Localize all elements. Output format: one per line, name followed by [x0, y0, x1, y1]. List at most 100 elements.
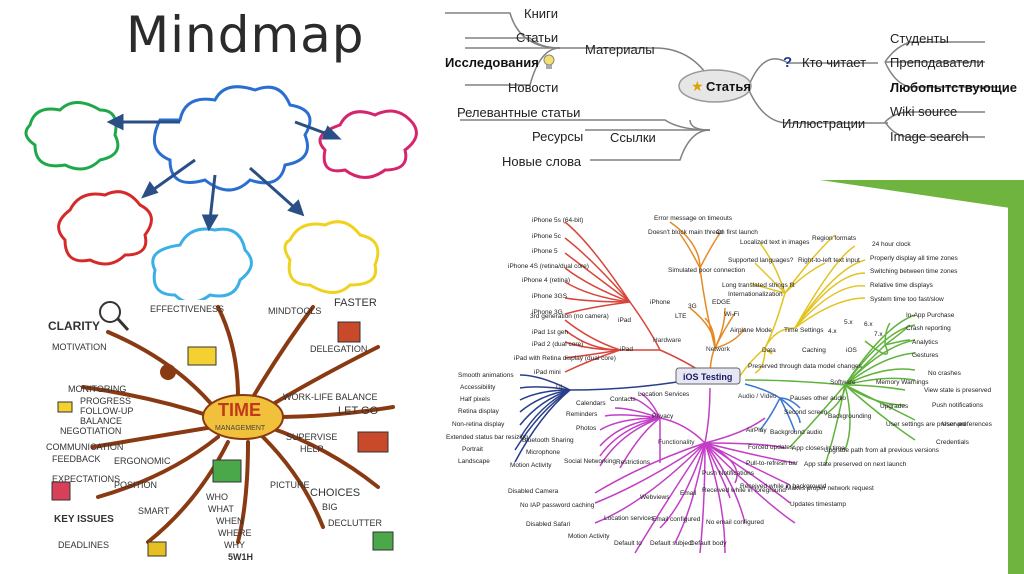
time-label-5w1h: 5W1H	[228, 552, 253, 562]
network-item-9: Airplane Mode	[730, 327, 772, 334]
time-label-deadlines: DEADLINES	[58, 540, 109, 550]
func-item-4: Calendars	[576, 400, 606, 407]
audio-item-2: Second screen	[784, 409, 828, 416]
time-label-worklife: WORK-LIFE BALANCE	[283, 392, 378, 402]
hardware-device-4: iPhone 4S (retina/dual core)	[508, 263, 589, 270]
ui-item-6: Extended status bar resizing	[446, 434, 528, 441]
network-label: Network	[706, 346, 731, 353]
readers-item-2: Преподаватели	[890, 55, 984, 70]
time-management-map: TIME MANAGEMENT CLARITY MOTIVATION MONIT…	[46, 297, 395, 562]
time-label-motivation: MOTIVATION	[52, 342, 107, 352]
ui-item-2: Accessibility	[460, 384, 496, 391]
func-item-11: Restrictions	[616, 459, 651, 466]
func-item-8: Microphone	[526, 449, 560, 456]
time-label-followup: FOLLOW-UP	[80, 406, 133, 416]
time-label-negotiation: NEGOTIATION	[60, 426, 121, 436]
software-version-2: 6.x	[864, 321, 873, 328]
software-item-2: Crash reporting	[906, 325, 951, 332]
audio-item-3: AirPlay	[746, 427, 767, 434]
hardware-label: Hardware	[653, 337, 682, 344]
hardware-device-11: iPad with Retina display (dual core)	[514, 355, 616, 362]
materials-item-2: Статьи	[516, 30, 558, 45]
software-item-5: No crashes	[928, 370, 962, 377]
illustrations-label: Иллюстрации	[782, 116, 865, 131]
func-item-20: Default body	[690, 540, 727, 547]
software-item-9: Upgrades	[880, 403, 909, 410]
time-label-keyissues: KEY ISSUES	[54, 514, 114, 525]
data-item-7: Properly display all time zones	[870, 255, 959, 262]
time-label-what: WHAT	[208, 504, 234, 514]
time-label-expectations: EXPECTATIONS	[52, 474, 120, 484]
time-doodles	[51, 301, 394, 557]
hardware-device-9: iPad 1st gen	[532, 329, 569, 336]
cloud-center	[152, 85, 312, 192]
software-ios: iOS	[846, 347, 858, 354]
cloud-lower-left	[57, 190, 153, 266]
illustrations-item-1: Wiki source	[890, 104, 957, 119]
article-mindmap: ★ Статья Книги Статьи Исследования Новос…	[445, 6, 1017, 169]
time-label-position: POSITION	[114, 480, 157, 490]
hardware-device-1: iPhone 5s (64-bit)	[532, 217, 583, 224]
software-item-15: App state preserved on next launch	[804, 461, 907, 468]
materials-item-3: Исследования	[445, 55, 539, 70]
question-icon: ?	[783, 54, 792, 71]
func-item-25: Received while in background	[740, 483, 827, 490]
ios-center-node	[675, 367, 741, 385]
func-item-7: Bluetooth Sharing	[522, 437, 574, 444]
func-item-6: Photos	[576, 425, 597, 432]
ios-center-label: iOS Testing	[683, 372, 732, 382]
func-item-2: Location Services	[638, 391, 690, 398]
hardware-device-5: iPhone 4 (retina)	[522, 277, 570, 284]
ui-item-8: Landscape	[458, 458, 490, 465]
hardware-device-7: iPhone 3G	[532, 309, 563, 316]
time-label-picture: PICTURE	[270, 480, 310, 490]
ui-item-1: Smooth animations	[458, 372, 514, 379]
time-label-delegation: DELEGATION	[310, 344, 367, 354]
func-item-22: Email configured	[652, 516, 701, 523]
software-item-14: Upgrade path from all previous versions	[824, 447, 940, 454]
hardware-device-10: iPad 2 (dual core)	[532, 341, 583, 348]
cloud-lower-right	[283, 220, 380, 294]
hardware-device-3: iPhone 5	[532, 248, 558, 255]
software-item-7: View state is preserved	[924, 387, 991, 394]
func-item-10: Social Networking	[564, 458, 616, 465]
func-item-17: Webviews	[640, 494, 670, 501]
func-item-26: Push Notifications	[702, 470, 755, 477]
star-icon: ★	[691, 78, 704, 94]
time-label-who: WHO	[206, 492, 228, 502]
func-item-3: Contacts	[610, 396, 636, 403]
func-item-21: Email	[680, 490, 697, 497]
network-item-3: Error message on timeouts	[654, 215, 733, 222]
article-center-label: Статья	[706, 79, 751, 94]
time-label-supervise: SUPERVISE	[286, 432, 337, 442]
audio-label: Audio / Video	[738, 393, 777, 400]
data-internationalization: Internationalization	[728, 291, 783, 298]
ui-label: UI	[556, 384, 563, 391]
func-item-13: No IAP password caching	[520, 502, 595, 509]
ui-item-5: Non-retina display	[452, 421, 505, 428]
page-title: Mindmap	[126, 6, 365, 64]
ui-item-7: Portrait	[462, 446, 483, 453]
func-item-19: Default subject	[650, 540, 693, 547]
software-item-8: Backgrounding	[828, 413, 872, 420]
func-item-16: Location services	[604, 515, 655, 522]
hardware-device-2: iPhone 5c	[532, 233, 562, 240]
hardware-ipad-1: iPad	[618, 317, 631, 324]
software-item-6: Memory Warnings	[876, 379, 929, 386]
network-item-7: EDGE	[712, 299, 731, 306]
data-label: Data	[762, 347, 776, 354]
network-item-5: 3G	[688, 303, 697, 310]
network-item-6: LTE	[675, 313, 687, 320]
time-center-label: TIME	[218, 400, 261, 420]
software-item-4: Gestures	[912, 352, 939, 359]
time-label-mindtools: MINDTOOLS	[268, 306, 321, 316]
data-item-4: Right-to-left text input	[798, 257, 860, 264]
materials-label: Материалы	[585, 42, 655, 57]
time-label-feedback: FEEDBACK	[52, 454, 101, 464]
materials-item-1: Книги	[524, 6, 558, 21]
network-item-1: Simulated poor connection	[668, 267, 745, 274]
audio-item-4: Background audio	[770, 429, 823, 436]
time-center-sub: MANAGEMENT	[215, 425, 266, 432]
func-item-12: Disabled Camera	[508, 488, 559, 495]
software-item-12: User preferences	[942, 421, 993, 428]
